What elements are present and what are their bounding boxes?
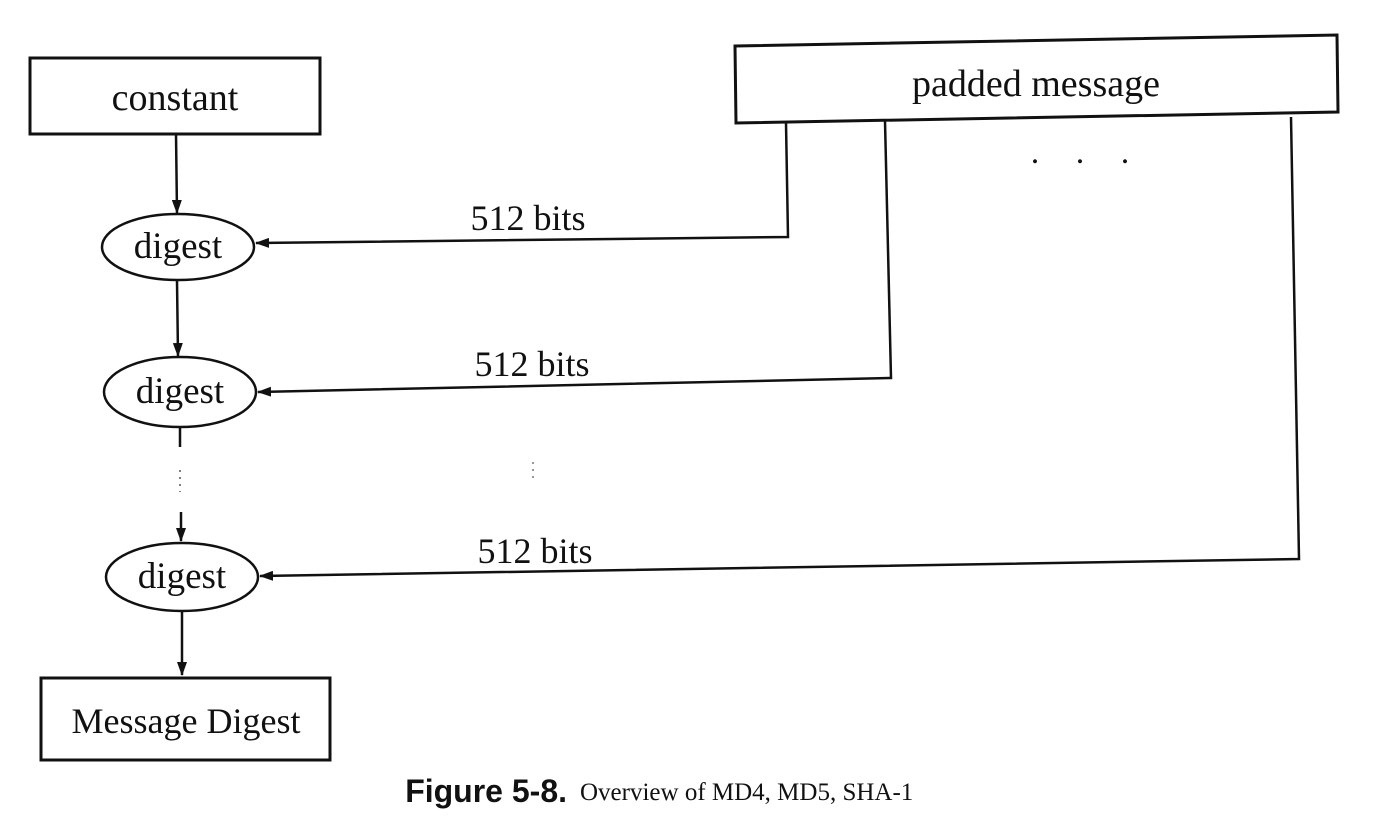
padded-message-ellipsis: . . . <box>1031 134 1144 171</box>
message-digest-label: Message Digest <box>72 701 301 741</box>
digest-node-2: digest <box>102 355 258 429</box>
digest-node-3: digest <box>104 541 260 613</box>
digest-label: digest <box>138 556 227 597</box>
block-2-connector <box>257 120 893 397</box>
arrow-constant-to-digest-1 <box>171 133 182 214</box>
padded-message-box: padded message <box>733 33 1340 125</box>
bits-label-3: 512 bits <box>477 531 592 571</box>
block-n-connector <box>259 116 1301 581</box>
block-1-connector <box>255 122 790 248</box>
arrow-digest-1-to-digest-2 <box>172 280 183 357</box>
constant-box: constant <box>28 56 322 136</box>
digest-label: digest <box>134 226 223 267</box>
bits-label-1: 512 bits <box>470 198 585 238</box>
digest-label: digest <box>136 371 225 412</box>
constant-label: constant <box>112 77 239 119</box>
bits-label-2: 512 bits <box>474 344 589 384</box>
figure-caption-text: Overview of MD4, MD5, SHA-1 <box>580 779 913 806</box>
padded-message-label: padded message <box>912 63 1160 105</box>
message-digest-box: Message Digest <box>39 676 332 762</box>
figure-number: Figure 5-8. <box>405 773 567 809</box>
figure-caption: Figure 5-8. Overview of MD4, MD5, SHA-1 <box>405 773 913 809</box>
digest-node-1: digest <box>100 212 256 282</box>
